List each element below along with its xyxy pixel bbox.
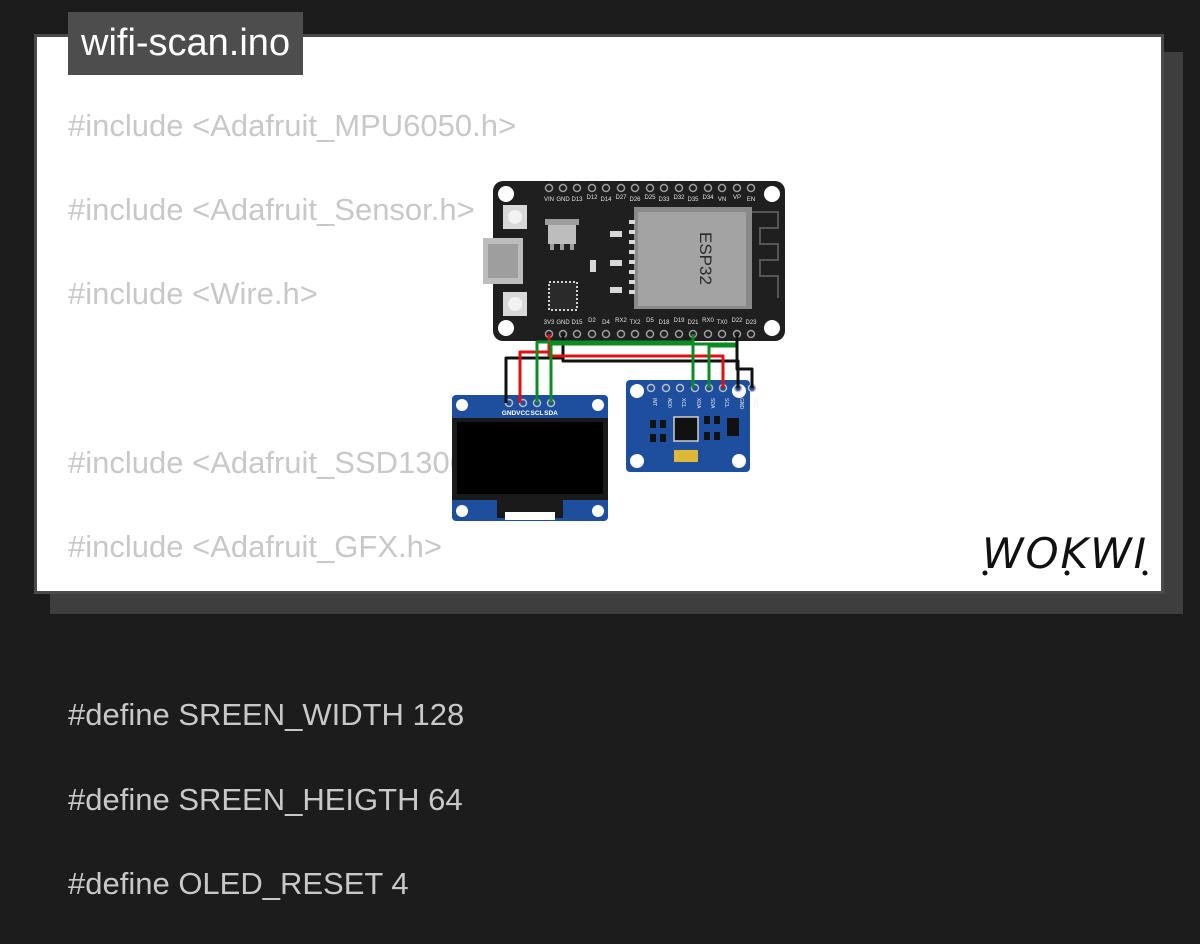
oled-pin-label: SCL (531, 410, 544, 417)
esp32-pin-label: 3V3 (544, 320, 555, 326)
mpu-pin-label: XDA (695, 398, 701, 409)
mpu-sensor-chip (673, 416, 699, 442)
esp32-pin-label: TX0 (716, 320, 728, 326)
esp32-pin-label: D21 (687, 320, 699, 326)
esp32-pin-label: D22 (731, 318, 743, 324)
code-line: #include <Adafruit_GFX.h> (68, 528, 442, 564)
esp32-pin-label: RX2 (615, 318, 627, 324)
wokwi-logo: WOKWI (982, 529, 1148, 578)
circuit-diagram: ESP32 VIN GND D13 D12 D14 D27 D26 D25 D3… (452, 181, 785, 521)
esp32-pin-label: GND (556, 197, 570, 203)
esp32-pin-label: D33 (658, 197, 670, 203)
code-line: #define SREEN_WIDTH 128 (68, 697, 465, 733)
code-line: #include <Wire.h> (68, 276, 318, 312)
code-line: #include <Adafruit_Sensor.h> (68, 192, 475, 228)
esp32-pin-label: D12 (586, 195, 598, 201)
esp32-pin-label: D32 (673, 195, 685, 201)
esp32-pin-label: D18 (658, 320, 670, 326)
esp32-pin-label: VIN (544, 197, 554, 203)
esp32-pin-label: D4 (602, 320, 610, 326)
wokwi-logo-text: WOKWI (982, 529, 1148, 578)
oled-pin-label: SDA (544, 410, 558, 417)
file-name-tab[interactable]: wifi-scan.ino (68, 12, 304, 75)
esp32-pin-label: EN (747, 197, 755, 203)
esp32-pin-label: D13 (571, 197, 583, 203)
mpu-pin-label: INT (651, 398, 657, 406)
oled-pin-label: VCC (516, 410, 530, 417)
esp32-pin-label: D15 (571, 320, 583, 326)
mpu6050-module[interactable]: INT AD0 XCL XDA SDA SCL GND VCC (626, 380, 758, 472)
code-line: #define OLED_RESET 4 (68, 865, 409, 901)
code-line: #define SREEN_HEIGTH 64 (68, 781, 463, 817)
esp32-pin-label: TX2 (629, 320, 641, 326)
mpu-pin-label: AD0 (666, 398, 672, 408)
code-line: #include <Adafruit_MPU6050.h> (68, 108, 517, 143)
esp32-pin-label: D26 (629, 197, 641, 203)
oled-pin-label: GND (502, 410, 517, 417)
esp32-pin-label: D19 (673, 318, 685, 324)
esp32-pin-label: D2 (588, 318, 596, 324)
esp32-pin-label: RX0 (702, 318, 714, 324)
oled-screen (457, 422, 603, 494)
esp32-pin-label: D25 (644, 195, 656, 201)
wires (504, 334, 754, 403)
mpu-pin-label: VCC (752, 398, 758, 409)
esp32-pin-label: D35 (687, 197, 699, 203)
esp32-chip-label: ESP32 (696, 232, 715, 285)
esp32-board[interactable]: ESP32 VIN GND D13 D12 D14 D27 D26 D25 D3… (483, 181, 785, 341)
esp32-pin-label: VN (718, 197, 726, 203)
mpu-pin-label: SDA (709, 398, 715, 409)
esp32-pin-label: VP (733, 195, 741, 201)
esp32-pin-label: D23 (745, 320, 757, 326)
esp32-pin-label: D34 (702, 195, 714, 201)
esp32-pin-label: D14 (600, 197, 612, 203)
esp32-pin-label: D5 (646, 318, 654, 324)
mpu-pin-label: XCL (680, 398, 686, 408)
mpu-pin-label: GND (738, 398, 744, 410)
oled-display-module[interactable]: GND VCC SCL SDA (452, 395, 608, 521)
mpu-pin-label: SCL (723, 398, 729, 408)
esp32-pin-label: GND (556, 320, 570, 326)
esp32-pin-label: D27 (615, 195, 627, 201)
